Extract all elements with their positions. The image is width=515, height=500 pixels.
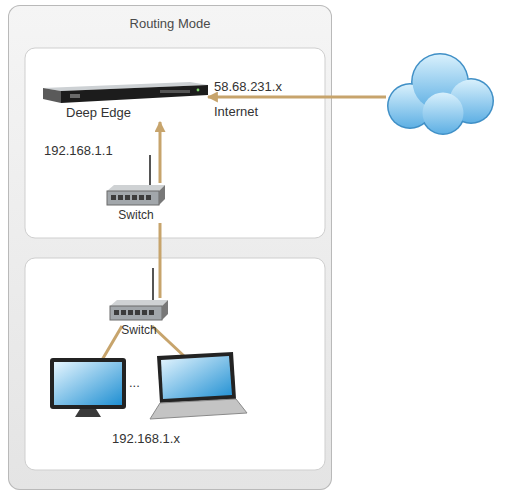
node-label: Switch (105, 207, 167, 223)
panel-title: Routing Mode (8, 5, 332, 31)
server-front (61, 85, 208, 103)
monitor-stand (75, 409, 101, 417)
free-label: Internet (214, 104, 258, 119)
desktop-monitor (50, 358, 126, 417)
server-detail (160, 90, 190, 93)
lan-wire (152, 326, 184, 356)
switch-icon (108, 298, 170, 322)
switch-front (107, 191, 159, 205)
internet-cloud (387, 53, 494, 135)
switch-top (110, 300, 168, 306)
switch-port (114, 310, 119, 315)
zone-box (25, 258, 325, 470)
switch-node: Switch (105, 183, 167, 223)
server-detail (70, 94, 80, 98)
switch-port (125, 195, 130, 200)
server-side (43, 88, 61, 103)
switch-side (159, 185, 165, 205)
zone-box (25, 48, 325, 238)
laptop (150, 352, 247, 419)
monitor-frame (50, 358, 126, 409)
switch-top (107, 185, 165, 191)
switch-icon (105, 183, 167, 207)
switch-port (149, 310, 154, 315)
switch-port (118, 195, 123, 200)
server-icon (40, 82, 210, 104)
switch-port (142, 310, 147, 315)
switch-side (162, 300, 168, 320)
free-label: ... (129, 375, 140, 390)
switch-port (132, 195, 137, 200)
internet-link (208, 96, 386, 99)
node-label: Switch (108, 322, 170, 338)
switch-port (146, 195, 151, 200)
node-label: Deep Edge (40, 104, 212, 120)
switch-antenna (149, 155, 151, 185)
free-label: 58.68.231.x (214, 79, 282, 94)
server-node: Deep Edge (40, 82, 212, 122)
laptop-screen (161, 356, 232, 399)
switch-port (128, 310, 133, 315)
link-line (159, 122, 162, 183)
server-led (197, 89, 200, 92)
free-label: 192.168.1.1 (44, 143, 113, 158)
laptop-base (150, 399, 247, 419)
switch-port (139, 195, 144, 200)
switch-front (110, 306, 162, 320)
switch-node: Switch (108, 298, 170, 338)
laptop-lid (157, 352, 236, 403)
lan-wire (102, 326, 122, 360)
link-line (159, 223, 162, 298)
switch-port (111, 195, 116, 200)
switch-port (121, 310, 126, 315)
switch-antenna (152, 268, 154, 300)
cloud-fill (423, 93, 464, 134)
free-label: 192.168.1.x (112, 431, 180, 446)
switch-port (135, 310, 140, 315)
monitor-screen (54, 362, 122, 405)
